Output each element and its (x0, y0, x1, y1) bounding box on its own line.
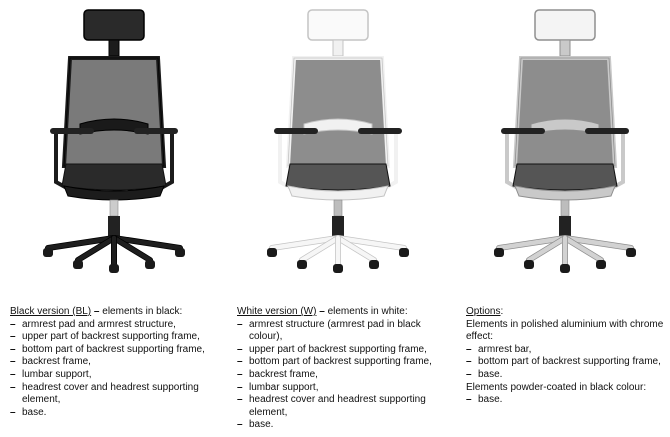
list-item: lumbar support, (10, 369, 225, 382)
list-item: base. (466, 369, 666, 382)
white-version-section: White version (W) – elements in white: a… (237, 306, 437, 432)
options-section: Options: Elements in polished aluminium … (466, 306, 666, 407)
options-title: Options (466, 306, 501, 317)
black-version-heading: Black version (BL) – elements in black: (10, 306, 225, 319)
list-item: armrest bar, (466, 344, 666, 357)
list-item: upper part of backrest supporting frame, (237, 344, 437, 357)
black-version-dash: – (91, 306, 103, 317)
list-item: base. (237, 419, 437, 432)
list-item: bottom part of backrest supporting frame… (466, 356, 666, 369)
black-version-list: armrest pad and armrest structure, upper… (10, 319, 225, 420)
list-item: bottom part of backrest supporting frame… (237, 356, 437, 369)
chair-chrome-image (465, 6, 665, 278)
list-item: lumbar support, (237, 382, 437, 395)
powder-coated-list: base. (466, 394, 666, 407)
list-item: base. (466, 394, 666, 407)
list-item: headrest cover and headrest supporting e… (237, 394, 437, 419)
list-item: bottom part of backrest supporting frame… (10, 344, 225, 357)
list-item: backrest frame, (10, 356, 225, 369)
list-item: armrest structure (armrest pad in black … (237, 319, 437, 344)
powder-coated-intro: Elements powder-coated in black colour: (466, 381, 647, 393)
office-chair-black-image (43, 9, 185, 273)
white-version-dash: – (316, 306, 328, 317)
white-version-subtitle: elements in white: (327, 306, 408, 317)
list-item: base. (10, 407, 225, 420)
options-heading: Options: (466, 306, 504, 317)
chair-white-image (238, 6, 438, 278)
black-version-title: Black version (BL) (10, 306, 92, 317)
list-item: armrest pad and armrest structure, (10, 319, 225, 332)
white-version-heading: White version (W) – elements in white: (237, 306, 437, 319)
office-chair-chrome-image (494, 9, 636, 273)
black-version-section: Black version (BL) – elements in black: … (10, 306, 225, 419)
white-version-list: armrest structure (armrest pad in black … (237, 319, 437, 432)
list-item: upper part of backrest supporting frame, (10, 331, 225, 344)
black-version-subtitle: elements in black: (102, 306, 183, 317)
polished-aluminium-list: armrest bar, bottom part of backrest sup… (466, 344, 666, 382)
list-item: headrest cover and headrest supporting e… (10, 382, 225, 407)
white-version-title: White version (W) (237, 306, 317, 317)
chair-black-image (14, 6, 214, 278)
polished-aluminium-intro: Elements in polished aluminium with chro… (466, 318, 664, 343)
office-chair-white-image (267, 9, 409, 273)
list-item: backrest frame, (237, 369, 437, 382)
